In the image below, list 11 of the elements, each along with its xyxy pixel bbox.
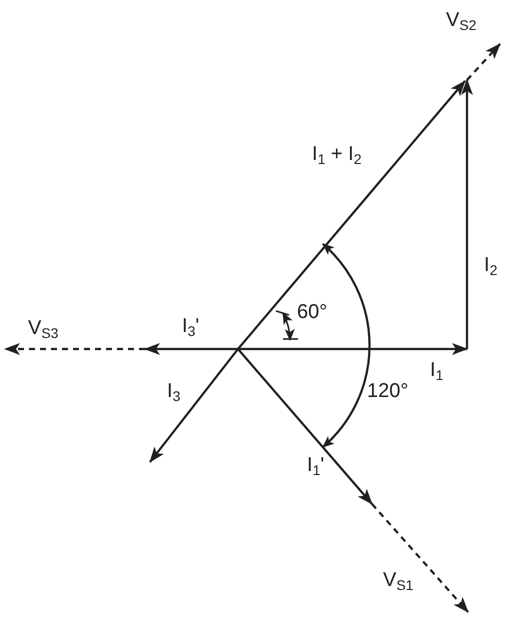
phasor-label: V$_{S1}$ xyxy=(383,570,414,592)
phasor-label: I$_{1}$ + I$_{2}$ xyxy=(312,144,362,166)
angle-label: 120° xyxy=(367,381,408,401)
phasor-label: I$_{3}$' xyxy=(182,316,200,338)
phasor-label: V$_{S3}$ xyxy=(28,318,58,340)
phasor-label: I$_{3}$ xyxy=(167,381,180,403)
phasor-label: I$_{1}$ xyxy=(430,360,444,382)
phasor-label: I$_{2}$ xyxy=(484,255,498,277)
phasor-label: I$_{1}$' xyxy=(307,455,324,477)
phasor-label: V$_{S2}$ xyxy=(446,10,476,32)
angle-label: 60° xyxy=(297,302,328,322)
